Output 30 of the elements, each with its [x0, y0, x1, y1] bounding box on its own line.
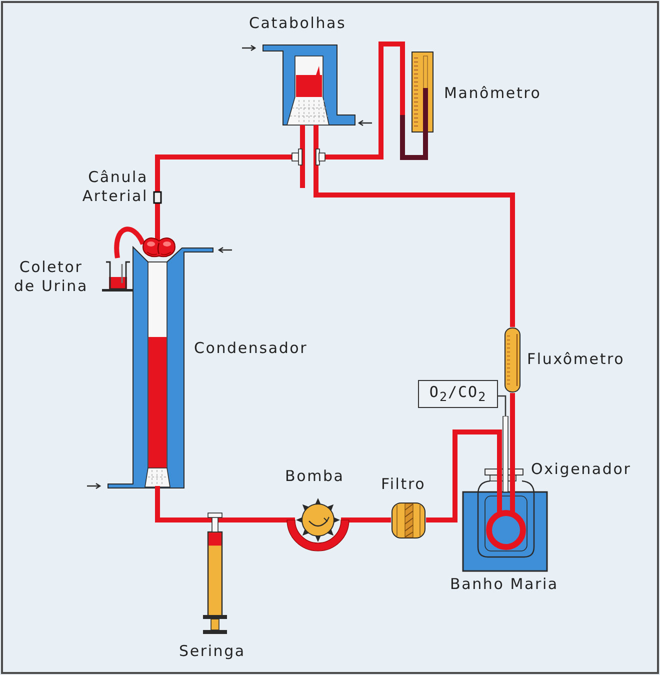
gas-supply-box: [418, 380, 498, 408]
tubing: [228, 518, 286, 522]
tubing: [155, 154, 262, 191]
tubing: [314, 188, 515, 327]
tubing: [155, 490, 203, 522]
tubing: [350, 518, 391, 522]
component-label: Cânula Arterial: [81, 168, 148, 206]
flowmeter: [504, 327, 522, 393]
gas-line: [498, 395, 506, 416]
tubing: [510, 393, 515, 416]
component-label: Filtro: [381, 475, 426, 494]
cannula: [153, 191, 162, 204]
component-label: Fluxômetro: [527, 350, 625, 369]
component-label: Banho Maria: [450, 575, 558, 594]
filter: [391, 502, 426, 539]
kidney: [142, 236, 176, 258]
box-label: O$_{2}$/CO$_{2}$: [429, 382, 487, 406]
bubble-trap: [262, 42, 356, 188]
tubing: [155, 204, 160, 236]
component-label: Manômetro: [444, 84, 542, 103]
component-label: Seringa: [179, 642, 246, 661]
tubing: [356, 42, 405, 160]
component-label: Bomba: [285, 467, 344, 486]
tubing: [114, 226, 146, 258]
component-label: Catabolhas: [249, 14, 346, 33]
component-label: Coletor de Urina: [13, 258, 89, 296]
syringe: [203, 512, 228, 636]
component-label: Condensador: [194, 339, 308, 358]
component-label: Oxigenador: [531, 460, 632, 479]
tubing: [426, 430, 477, 522]
